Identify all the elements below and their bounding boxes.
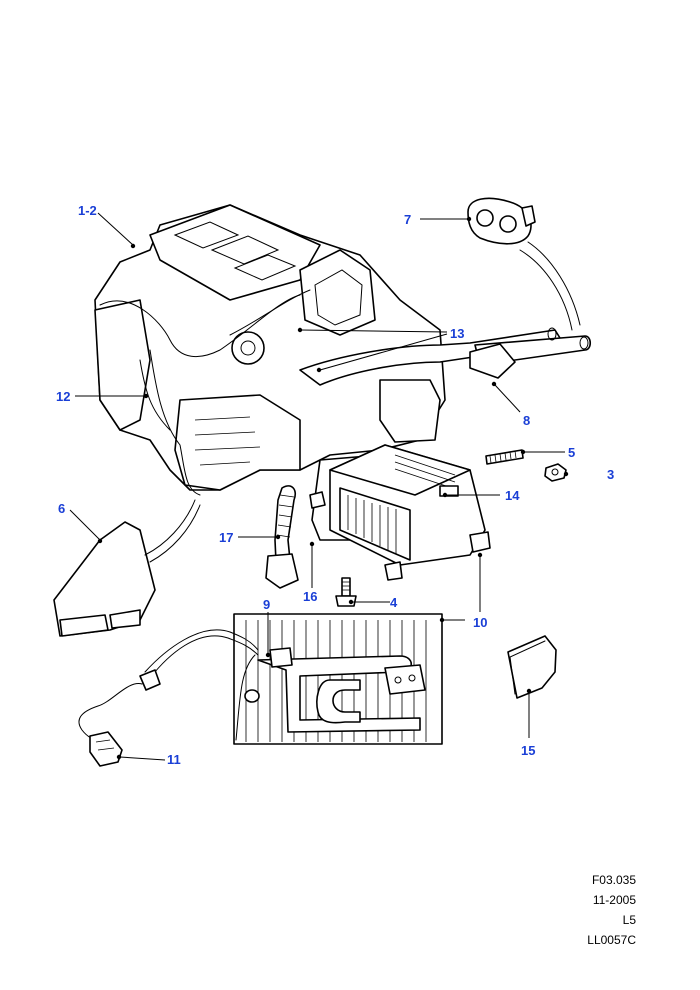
callout-10[interactable]: 10 — [473, 615, 487, 630]
drain-hose-part — [265, 485, 299, 589]
callout-7[interactable]: 7 — [404, 212, 411, 227]
nut-part — [544, 463, 567, 482]
callout-11[interactable]: 11 — [167, 752, 181, 767]
reference-date: 11-2005 — [592, 893, 636, 907]
callout-12[interactable]: 12 — [56, 389, 70, 404]
grommet-part — [467, 197, 581, 331]
callout-14[interactable]: 14 — [505, 488, 520, 503]
callout-4[interactable]: 4 — [390, 595, 398, 610]
temperature-sensor-part — [78, 629, 259, 767]
stud-part — [485, 449, 524, 465]
callout-9[interactable]: 9 — [263, 597, 270, 612]
leader-lines — [69, 212, 569, 761]
air-duct-part — [53, 499, 201, 637]
callout-1-2[interactable]: 1-2 — [78, 203, 97, 218]
reference-figure-number: F03.035 — [591, 873, 636, 887]
reference-model: L5 — [622, 913, 636, 927]
callout-labels: 1-2 3 4 5 6 7 8 9 10 11 12 13 14 15 16 1… — [56, 203, 614, 767]
refrigerant-pipes-part — [299, 327, 592, 386]
callout-16[interactable]: 16 — [303, 589, 317, 604]
callout-5[interactable]: 5 — [568, 445, 575, 460]
callout-13[interactable]: 13 — [450, 326, 464, 341]
evaporator-housing-part — [309, 444, 491, 581]
callout-3[interactable]: 3 — [607, 467, 614, 482]
evaporator-core-part — [233, 613, 443, 745]
filter-pad-part — [507, 635, 557, 699]
callout-17[interactable]: 17 — [219, 530, 233, 545]
callout-6[interactable]: 6 — [58, 501, 65, 516]
callout-15[interactable]: 15 — [521, 743, 535, 758]
reference-code: LL0057C — [587, 933, 636, 947]
callout-8[interactable]: 8 — [523, 413, 530, 428]
